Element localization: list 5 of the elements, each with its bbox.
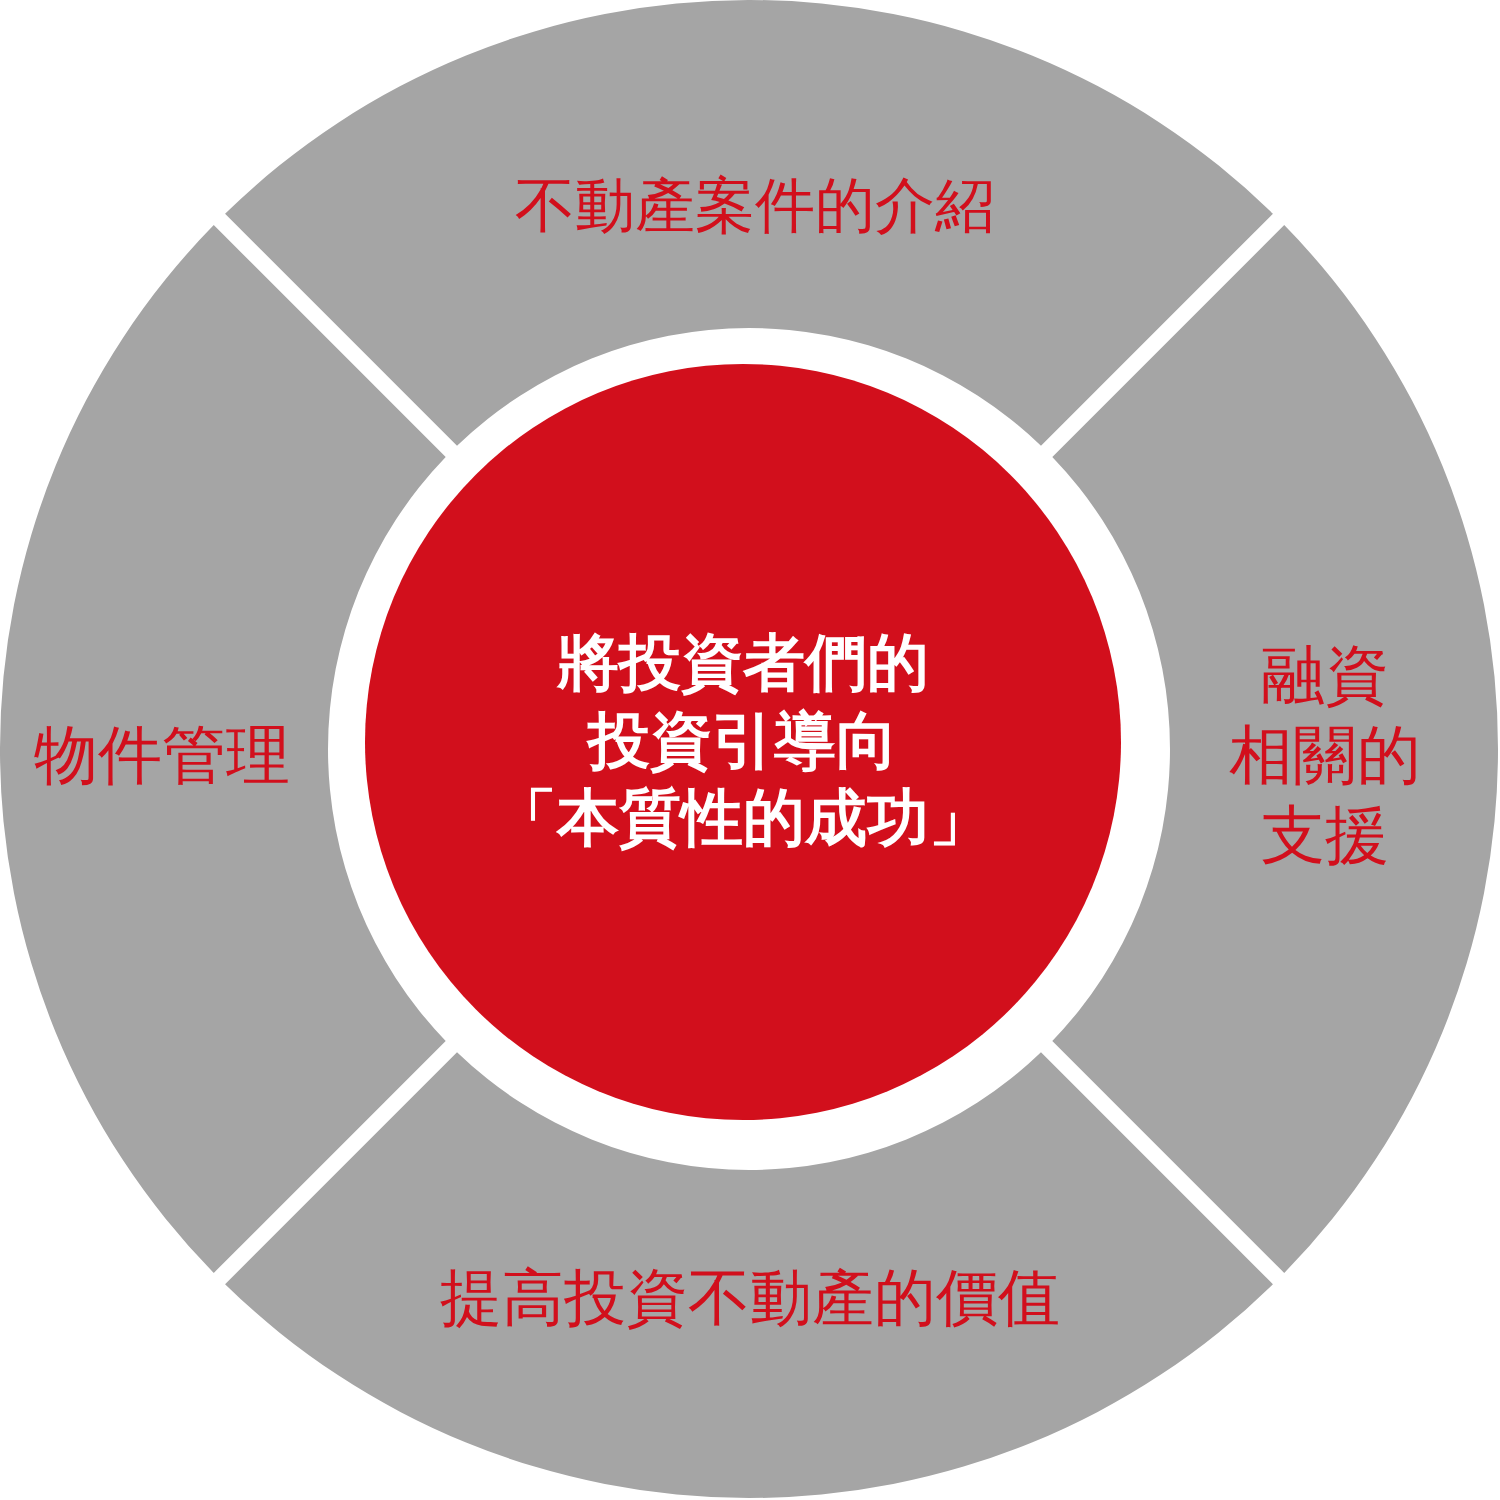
segment-label: 物件管理	[34, 717, 290, 794]
segment-label: 不動產案件的介紹	[515, 168, 995, 242]
segment-label: 將投資者們的投資引導向「本質性的成功」	[495, 624, 991, 856]
segment-label: 提高投資不動產的價值	[440, 1260, 1060, 1337]
segment-label: 融資相關的支援	[1229, 637, 1421, 874]
